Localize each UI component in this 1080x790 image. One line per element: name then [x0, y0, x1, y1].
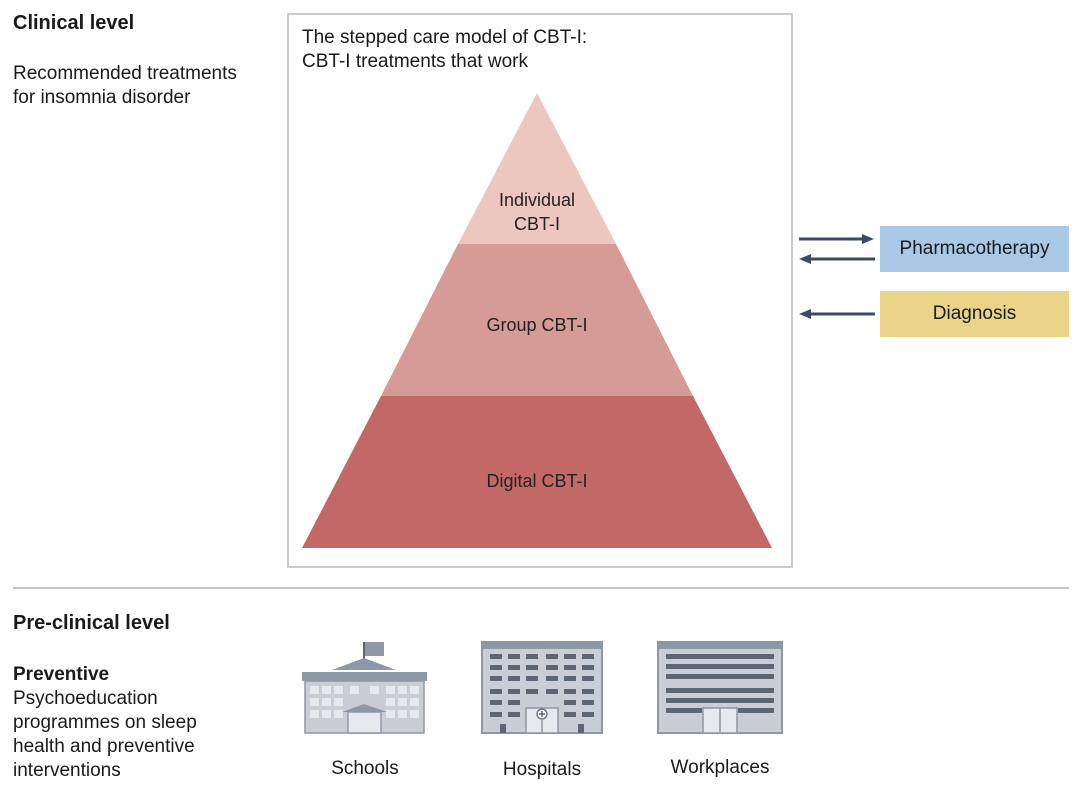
tier-group-label: Group CBT-I [486, 315, 588, 335]
diagnosis-label: Diagnosis [932, 303, 1017, 324]
arrow-head-left-diagnosis [799, 309, 811, 319]
pyramid-tier-digital [302, 396, 772, 548]
preventive-description: Psychoeducation programmes on sleep heal… [13, 687, 197, 783]
model-title: The stepped care model of CBT-I: CBT-I t… [302, 26, 587, 74]
school-building-icon [302, 642, 427, 734]
preventive-desc-line-3: health and preventive [13, 736, 195, 757]
tier-individual-line-2: CBT-I [513, 214, 560, 234]
pyramid-tier-individual [458, 93, 616, 244]
diagnosis-box: Diagnosis [880, 291, 1069, 337]
tier-individual-line-1: Individual [498, 190, 576, 210]
preventive-subheading: Preventive [13, 664, 110, 685]
clinical-desc-line-1: Recommended treatments [13, 63, 237, 84]
arrow-head-right [862, 234, 874, 244]
workplaces-label: Workplaces [670, 757, 770, 778]
preventive-desc-line-2: programmes on sleep [13, 712, 197, 733]
hospital-building-icon [481, 641, 603, 734]
tier-digital-label: Digital CBT-I [486, 471, 588, 491]
model-title-line-2: CBT-I treatments that work [302, 51, 528, 72]
side-arrows [799, 234, 875, 319]
schools-label: Schools [331, 758, 399, 779]
clinical-level-description: Recommended treatments for insomnia diso… [13, 62, 237, 110]
preventive-desc-line-4: interventions [13, 760, 121, 781]
tier-individual-label: Individual CBT-I [437, 188, 637, 236]
model-title-line-1: The stepped care model of CBT-I: [302, 27, 588, 48]
preclinical-level-heading: Pre-clinical level [13, 612, 170, 634]
preventive-desc-line-1: Psychoeducation [13, 688, 158, 709]
pyramid-tier-group [381, 244, 693, 396]
office-building-icon [657, 641, 783, 734]
clinical-desc-line-2: for insomnia disorder [13, 87, 191, 108]
pharmacotherapy-label: Pharmacotherapy [899, 238, 1050, 259]
stepped-care-model-frame [287, 13, 793, 568]
arrow-head-left [799, 254, 811, 264]
clinical-level-heading: Clinical level [13, 12, 135, 34]
pharmacotherapy-box: Pharmacotherapy [880, 226, 1069, 272]
hospitals-label: Hospitals [502, 759, 582, 780]
